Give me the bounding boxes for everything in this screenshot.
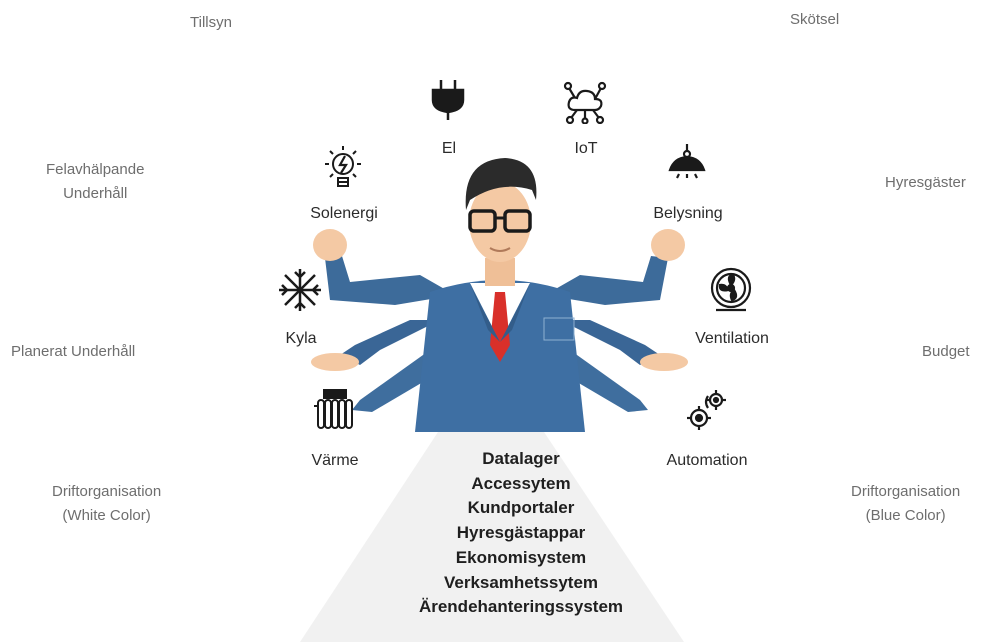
system-item: Datalager — [482, 449, 560, 468]
label-line: (Blue Color) — [865, 507, 946, 524]
label-kyla: Kyla — [285, 330, 317, 347]
iot-cloud-icon — [563, 81, 607, 124]
systems-list: Datalager Accessytem Kundportaler Hyresg… — [356, 447, 686, 620]
snowflake-icon — [279, 269, 321, 311]
label-ventilation: Ventilation — [695, 330, 769, 347]
plug-icon — [431, 80, 465, 120]
system-item: Verksamhetssytem — [443, 572, 599, 592]
label-el: El — [441, 140, 457, 157]
system-item: Ekonomisystem — [455, 547, 587, 567]
label-line: Driftorganisation — [851, 483, 961, 500]
label-felavhalpande-underhall: Felavhälpande Underhåll — [46, 158, 144, 206]
label-line: Felavhälpande — [46, 161, 145, 178]
system-item: Accessytem — [471, 473, 571, 493]
businessman-figure — [311, 158, 688, 432]
system-item: Kundportaler — [467, 498, 575, 518]
radiator-icon — [314, 389, 353, 429]
systems-platform — [300, 432, 684, 642]
label-driftorganisation-blue: Driftorganisation (Blue Color) — [851, 480, 960, 528]
system-item: Ärendehanteringssystem — [418, 597, 624, 617]
label-solenergi: Solenergi — [310, 205, 378, 222]
label-line: Driftorganisation — [52, 483, 162, 500]
label-automation: Automation — [666, 452, 748, 469]
system-item: Hyresgästappar — [456, 523, 586, 543]
label-line: (White Color) — [62, 507, 151, 524]
label-skotsel: Skötsel — [790, 11, 840, 28]
label-varme: Värme — [311, 452, 359, 469]
label-line: Underhåll — [63, 185, 128, 202]
automation-gears-icon — [687, 390, 726, 430]
fan-icon — [710, 267, 752, 312]
ceiling-lamp-icon — [668, 144, 706, 179]
label-tillsyn: Tillsyn — [190, 14, 232, 31]
label-belysning: Belysning — [653, 205, 723, 222]
label-iot: IoT — [574, 140, 598, 157]
label-planerat-underhall: Planerat Underhåll — [11, 343, 136, 360]
label-budget: Budget — [922, 343, 970, 360]
label-driftorganisation-white: Driftorganisation (White Color) — [52, 480, 161, 528]
label-hyresgaster: Hyresgäster — [885, 174, 966, 191]
solar-bulb-icon — [325, 146, 361, 187]
